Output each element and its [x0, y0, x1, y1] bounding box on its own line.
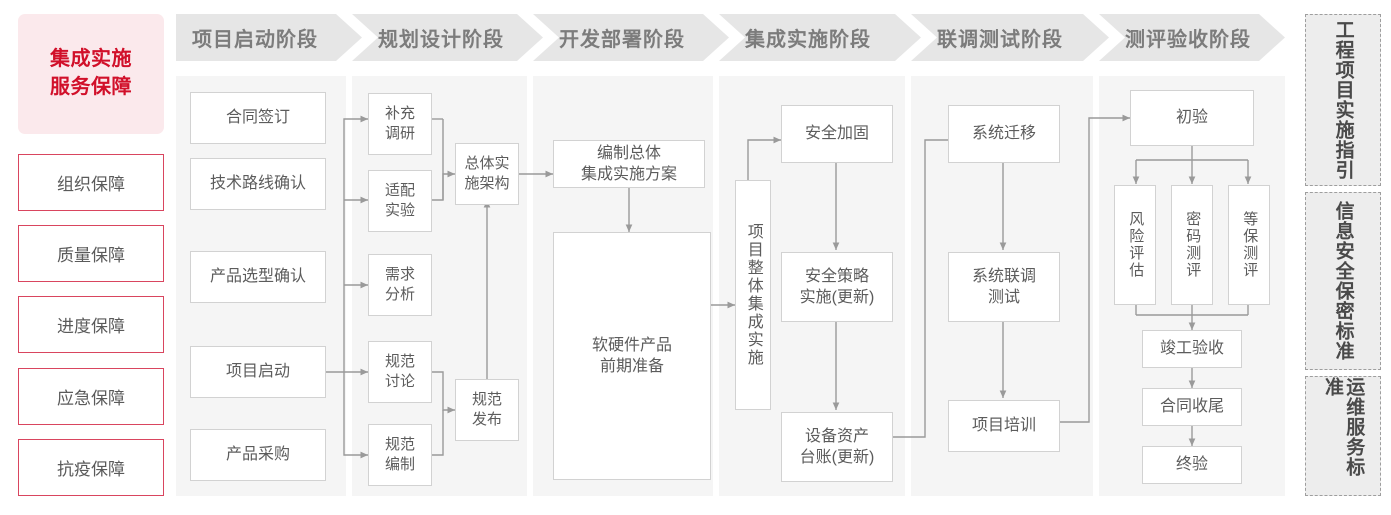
node-label: 适配实验 [384, 182, 415, 219]
node-overall-integration-implementation[interactable]: 项目整体集成实施 [735, 180, 771, 410]
node-product-procurement[interactable]: 产品采购 [190, 429, 326, 481]
node-system-joint-debug-test[interactable]: 系统联调测试 [948, 252, 1060, 322]
node-system-migration[interactable]: 系统迁移 [948, 105, 1060, 163]
node-label: 产品选型确认 [209, 268, 306, 286]
guarantee-item-3[interactable]: 应急保障 [18, 368, 164, 425]
node-product-selection-confirm[interactable]: 产品选型确认 [190, 251, 326, 303]
node-label: 竣工验收 [1159, 340, 1224, 358]
standard-label: 运维服务标准 [1322, 377, 1365, 477]
guarantee-item-0[interactable]: 组织保障 [18, 154, 164, 211]
node-classified-protection-evaluation[interactable]: 等保测评 [1228, 185, 1270, 305]
guarantee-item-2[interactable]: 进度保障 [18, 296, 164, 353]
node-device-asset-ledger-update[interactable]: 设备资产台账(更新) [781, 412, 893, 482]
standard-panel-engineering[interactable]: 工程项目实施指引 [1305, 14, 1381, 186]
node-label: 规范讨论 [384, 353, 415, 390]
node-label: 产品采购 [225, 446, 290, 464]
node-spec-release[interactable]: 规范发布 [455, 379, 519, 441]
phase-header-label: 测评验收阶段 [1125, 29, 1251, 51]
guarantee-label: 进度保障 [57, 317, 125, 336]
node-label: 系统迁移 [971, 125, 1036, 143]
node-requirement-analysis[interactable]: 需求分析 [368, 254, 432, 316]
guarantee-item-1[interactable]: 质量保障 [18, 225, 164, 282]
node-risk-assessment[interactable]: 风险评估 [1114, 185, 1156, 305]
node-spec-drafting[interactable]: 规范编制 [368, 424, 432, 486]
node-adaptation-experiment[interactable]: 适配实验 [368, 170, 432, 232]
node-tech-route-confirm[interactable]: 技术路线确认 [190, 158, 326, 210]
node-cryptography-evaluation[interactable]: 密码测评 [1171, 185, 1213, 305]
phase-header-integ[interactable]: 集成实施阶段 [719, 14, 921, 61]
node-spec-discussion[interactable]: 规范讨论 [368, 341, 432, 403]
node-label: 软硬件产品前期准备 [591, 336, 672, 375]
node-label: 安全加固 [804, 125, 869, 143]
node-project-kickoff[interactable]: 项目启动 [190, 346, 326, 398]
node-label: 编制总体集成实施方案 [580, 144, 677, 183]
standard-label: 信息安全保密标准 [1332, 201, 1354, 361]
standard-panel-om-service[interactable]: 运维服务标准 [1305, 376, 1381, 496]
node-label: 技术路线确认 [209, 175, 306, 193]
node-label: 初验 [1175, 109, 1208, 127]
node-completion-acceptance[interactable]: 竣工验收 [1142, 330, 1242, 368]
phase-header-plan[interactable]: 规划设计阶段 [352, 14, 543, 61]
phase-header-label: 开发部署阶段 [559, 29, 685, 51]
guarantee-label: 质量保障 [57, 246, 125, 265]
phase-header-label: 项目启动阶段 [192, 29, 318, 51]
phase-header-label: 规划设计阶段 [378, 29, 504, 51]
node-label: 规范编制 [384, 436, 415, 473]
guarantee-label: 抗疫保障 [57, 460, 125, 479]
node-label: 终验 [1175, 456, 1208, 474]
node-contract-closeout[interactable]: 合同收尾 [1142, 388, 1242, 426]
node-label: 总体实施架构 [464, 155, 510, 192]
phase-header-accept[interactable]: 测评验收阶段 [1099, 14, 1285, 61]
node-contract-signing[interactable]: 合同签订 [190, 92, 326, 144]
node-preliminary-acceptance[interactable]: 初验 [1130, 90, 1254, 146]
node-label: 补充调研 [384, 105, 415, 142]
node-label: 设备资产台账(更新) [799, 427, 875, 466]
guarantee-label: 组织保障 [57, 175, 125, 194]
node-project-training[interactable]: 项目培训 [948, 400, 1060, 452]
phase-header-test[interactable]: 联调测试阶段 [911, 14, 1109, 61]
node-final-acceptance[interactable]: 终验 [1142, 446, 1242, 484]
node-label: 密码测评 [1184, 211, 1202, 279]
node-draft-integration-plan[interactable]: 编制总体集成实施方案 [553, 140, 705, 188]
node-label: 项目培训 [971, 417, 1036, 435]
node-label: 合同收尾 [1159, 398, 1224, 416]
node-label: 风险评估 [1127, 211, 1145, 279]
node-label: 等保测评 [1241, 211, 1259, 279]
phase-header-label: 联调测试阶段 [937, 29, 1063, 51]
node-security-hardening[interactable]: 安全加固 [781, 105, 893, 163]
phase-header-dev[interactable]: 开发部署阶段 [533, 14, 729, 61]
node-overall-implementation-architecture[interactable]: 总体实施架构 [455, 143, 519, 205]
title-block: 集成实施服务保障 [18, 14, 164, 134]
node-label: 规范发布 [471, 391, 502, 428]
guarantee-item-4[interactable]: 抗疫保障 [18, 439, 164, 496]
guarantee-label: 应急保障 [57, 389, 125, 408]
node-supplementary-research[interactable]: 补充调研 [368, 93, 432, 155]
standard-panel-infosec[interactable]: 信息安全保密标准 [1305, 192, 1381, 370]
node-label: 项目启动 [225, 363, 290, 381]
phase-header-label: 集成实施阶段 [745, 29, 871, 51]
title-block-label: 集成实施服务保障 [50, 48, 132, 98]
node-security-policy-update[interactable]: 安全策略实施(更新) [781, 252, 893, 322]
node-label: 需求分析 [384, 266, 415, 303]
node-label: 合同签订 [225, 109, 290, 127]
phase-header-start[interactable]: 项目启动阶段 [176, 14, 362, 61]
node-label: 系统联调测试 [971, 267, 1036, 306]
node-hw-sw-preparation[interactable]: 软硬件产品前期准备 [553, 232, 711, 480]
node-label: 项目整体集成实施 [744, 223, 762, 367]
node-label: 安全策略实施(更新) [799, 267, 875, 306]
standard-label: 工程项目实施指引 [1332, 20, 1354, 180]
